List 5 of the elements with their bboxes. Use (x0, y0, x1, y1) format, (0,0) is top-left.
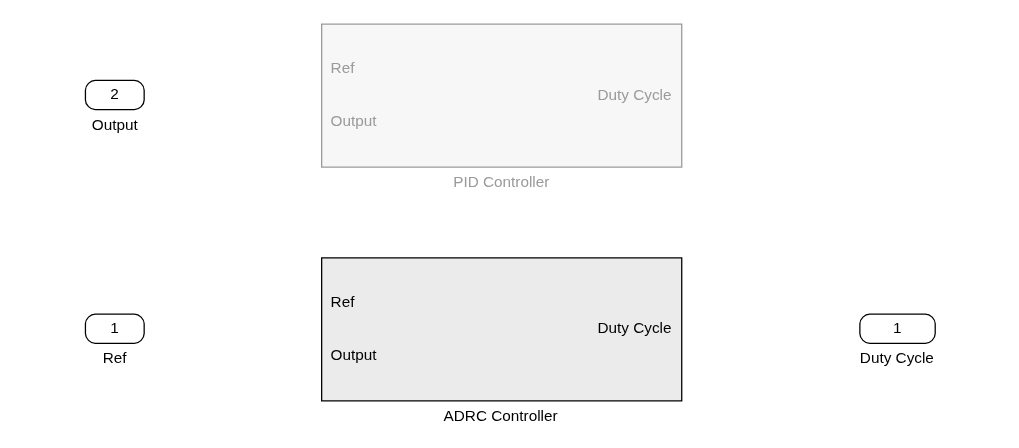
node-label: Duty Cycle (859, 349, 934, 367)
node-label: PID Controller (452, 173, 549, 191)
node-label: Output (91, 115, 138, 133)
node-label: Ref (102, 349, 127, 367)
node-label: ADRC Controller (443, 406, 558, 424)
